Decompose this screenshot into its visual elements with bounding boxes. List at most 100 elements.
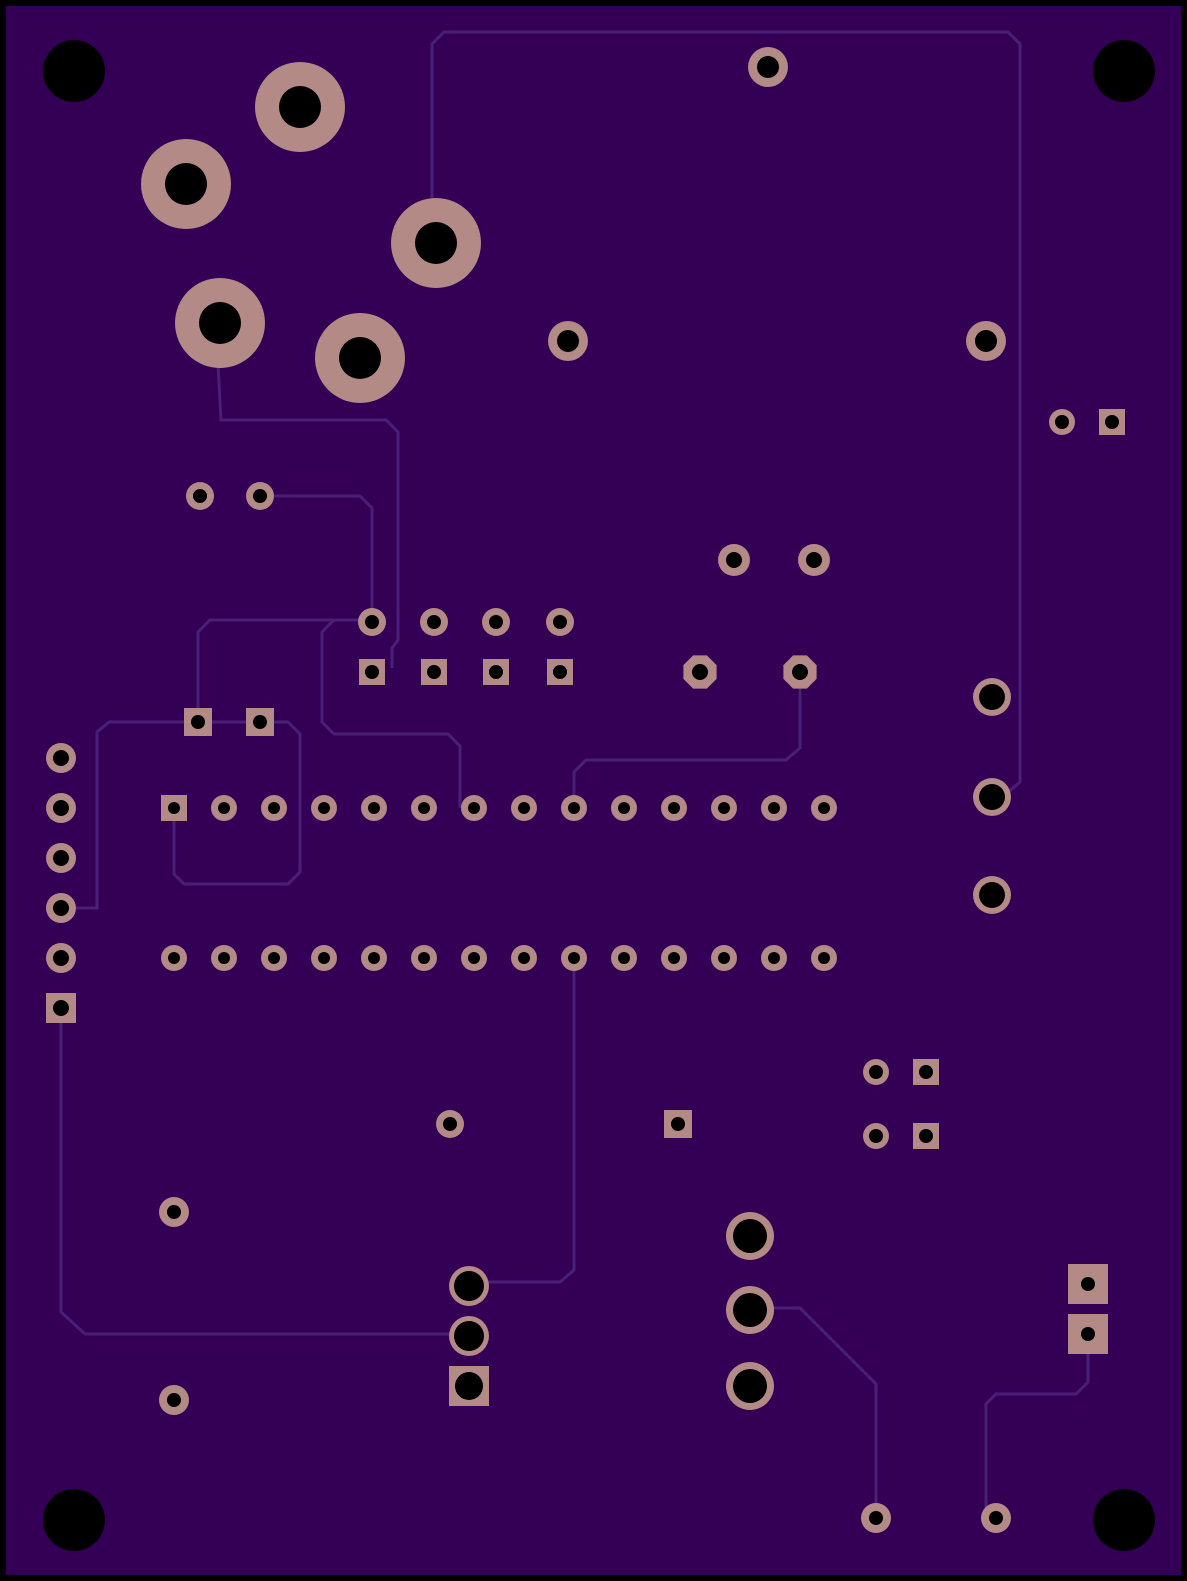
ic-top-pin-drill-2 — [218, 802, 230, 814]
round-pad-drill-27 — [454, 1321, 484, 1351]
ic-top-pin-drill-9 — [568, 802, 580, 814]
mounting-hole-4 — [1093, 1489, 1155, 1551]
square-pad-drill-5 — [553, 665, 567, 679]
round-pad-drill-7 — [726, 552, 742, 568]
round-pad-drill-19 — [979, 784, 1005, 810]
round-pad-drill-34 — [165, 163, 207, 205]
trace-10 — [59, 1008, 469, 1336]
round-pad-drill-16 — [53, 900, 69, 916]
round-pad-drill-32 — [989, 1511, 1003, 1525]
ic-top-pin-drill-1 — [168, 802, 180, 814]
round-pad-drill-24 — [167, 1205, 181, 1219]
trace-12 — [984, 1334, 1090, 1518]
ic-bottom-pin-drill-4 — [318, 952, 330, 964]
square-pad-drill-4 — [489, 665, 503, 679]
round-pad-drill-20 — [979, 882, 1005, 908]
square-pad-drill-9 — [919, 1065, 933, 1079]
trace-5 — [320, 618, 462, 808]
round-pad-drill-36 — [199, 302, 241, 344]
square-pad-drill-7 — [253, 715, 267, 729]
mounting-hole-3 — [43, 1489, 105, 1551]
trace-9 — [469, 958, 576, 1284]
ic-top-pin-drill-10 — [618, 802, 630, 814]
ic-bottom-pin-drill-5 — [368, 952, 380, 964]
round-pad-drill-22 — [869, 1129, 883, 1143]
ic-top-pin-drill-4 — [318, 802, 330, 814]
component-pads — [46, 47, 1125, 1533]
round-pad-drill-14 — [53, 800, 69, 816]
round-pad-drill-31 — [869, 1511, 883, 1525]
mounting-hole-1 — [43, 40, 105, 102]
round-pad-drill-25 — [167, 1393, 181, 1407]
ic-top-pin-drill-14 — [818, 802, 830, 814]
ic-bottom-pin-drill-7 — [468, 952, 480, 964]
trace-3 — [260, 494, 374, 620]
ic-bottom-pin-drill-13 — [768, 952, 780, 964]
square-pad-drill-13 — [1081, 1277, 1095, 1291]
ic-bottom-pin-drill-1 — [168, 952, 180, 964]
round-pad-drill-37 — [339, 337, 381, 379]
round-pad-drill-4 — [1055, 415, 1069, 429]
trace-6 — [61, 720, 260, 910]
round-pad-drill-8 — [806, 552, 822, 568]
round-pad-drill-11 — [489, 615, 503, 629]
square-pad-drill-10 — [919, 1129, 933, 1143]
square-pad-drill-6 — [191, 715, 205, 729]
ic-bottom-pin-drill-14 — [818, 952, 830, 964]
ic-top-pin-drill-7 — [468, 802, 480, 814]
round-pad-drill-12 — [553, 615, 567, 629]
round-pad-drill-35 — [415, 222, 457, 264]
ic-bottom-pin-drill-6 — [418, 952, 430, 964]
ic-top-pin-drill-12 — [718, 802, 730, 814]
round-pad-drill-18 — [979, 684, 1005, 710]
round-pad-drill-13 — [53, 750, 69, 766]
ic-bottom-pin-drill-2 — [218, 952, 230, 964]
round-pad-drill-28 — [733, 1219, 767, 1253]
square-pad-drill-2 — [365, 665, 379, 679]
octagon-pad-drill-1 — [692, 664, 708, 680]
round-pad-drill-21 — [869, 1065, 883, 1079]
ic-top-pin-drill-11 — [668, 802, 680, 814]
octagon-pad-drill-2 — [792, 664, 808, 680]
square-pad-drill-12 — [455, 1372, 483, 1400]
square-pad-drill-3 — [427, 665, 441, 679]
ic-top-pin-drill-13 — [768, 802, 780, 814]
ic-top-pin-drill-8 — [518, 802, 530, 814]
square-pad-drill-1 — [1105, 415, 1119, 429]
round-pad-drill-2 — [557, 330, 579, 352]
round-pad-drill-23 — [443, 1117, 457, 1131]
round-pad-drill-29 — [733, 1293, 767, 1327]
ic-bottom-pin-drill-12 — [718, 952, 730, 964]
round-pad-drill-9 — [365, 615, 379, 629]
ic-bottom-pin-drill-10 — [618, 952, 630, 964]
ic-bottom-pin-drill-9 — [568, 952, 580, 964]
round-pad-drill-1 — [757, 56, 779, 78]
ic-top-pin-drill-5 — [368, 802, 380, 814]
square-pad-drill-11 — [671, 1117, 685, 1131]
round-pad-drill-5 — [193, 489, 207, 503]
square-pad-drill-8 — [53, 1000, 69, 1016]
ic-bottom-pin-drill-11 — [668, 952, 680, 964]
ic-top-pin-drill-6 — [418, 802, 430, 814]
copper-traces — [59, 30, 1090, 1518]
trace-8 — [572, 672, 802, 808]
ic-bottom-pin-drill-3 — [268, 952, 280, 964]
round-pad-drill-3 — [975, 330, 997, 352]
round-pad-drill-6 — [253, 489, 267, 503]
round-pad-drill-10 — [427, 615, 441, 629]
trace-7 — [172, 720, 302, 886]
round-pad-drill-15 — [53, 850, 69, 866]
trace-4 — [196, 618, 372, 722]
mounting-holes — [43, 40, 1155, 1551]
mounting-hole-2 — [1093, 40, 1155, 102]
trace-2 — [216, 363, 400, 668]
round-pad-drill-33 — [279, 86, 321, 128]
trace-11 — [748, 1306, 878, 1518]
square-pad-drill-14 — [1081, 1327, 1095, 1341]
round-pad-drill-30 — [733, 1369, 767, 1403]
ic-top-pin-drill-3 — [268, 802, 280, 814]
round-pad-drill-26 — [454, 1271, 484, 1301]
round-pad-drill-17 — [53, 950, 69, 966]
ic-bottom-pin-drill-8 — [518, 952, 530, 964]
